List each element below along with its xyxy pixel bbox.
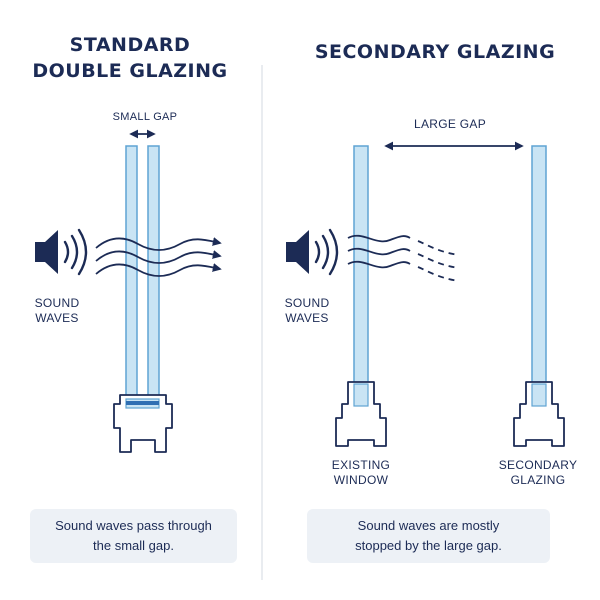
secondary-glazing-label: SECONDARY GLAZING (498, 458, 578, 487)
double-glazing-unit (113, 145, 173, 453)
right-panel-title: SECONDARY GLAZING (314, 41, 556, 63)
sound-waves-passing (95, 237, 222, 277)
existing-window (335, 145, 387, 447)
left-caption-text: Sound waves pass through the small gap. (55, 518, 212, 553)
glass-pane-right (147, 145, 160, 402)
sound-waves-stopped (347, 234, 459, 282)
secondary-glazing-unit (513, 145, 565, 447)
existing-window-label: EXISTING WINDOW (331, 458, 391, 487)
small-gap-label: SMALL GAP (112, 111, 178, 123)
secondary-glass-pane (531, 145, 547, 402)
existing-window-frame (335, 381, 387, 447)
large-gap-label: LARGE GAP (413, 117, 487, 131)
glass-pane-left (125, 145, 138, 402)
sound-wave-arrow-icon (95, 250, 222, 264)
existing-glass-pane (353, 145, 369, 402)
right-caption-text: Sound waves are mostly stopped by the la… (355, 518, 502, 553)
secondary-window-frame (513, 381, 565, 447)
window-frame-left (113, 394, 173, 453)
sound-wave-arrow-icon (95, 237, 222, 251)
sound-waves-label: SOUND WAVES (284, 296, 330, 325)
sound-wave-arrow-icon (95, 263, 222, 277)
left-panel-title: STANDARD DOUBLE GLAZING (32, 34, 228, 82)
speaker-icon (286, 228, 339, 276)
left-caption-box: Sound waves pass through the small gap. (30, 509, 237, 563)
speaker-icon (35, 228, 88, 276)
sound-waves-label: SOUND WAVES (34, 296, 80, 325)
right-caption-box: Sound waves are mostly stopped by the la… (307, 509, 550, 563)
